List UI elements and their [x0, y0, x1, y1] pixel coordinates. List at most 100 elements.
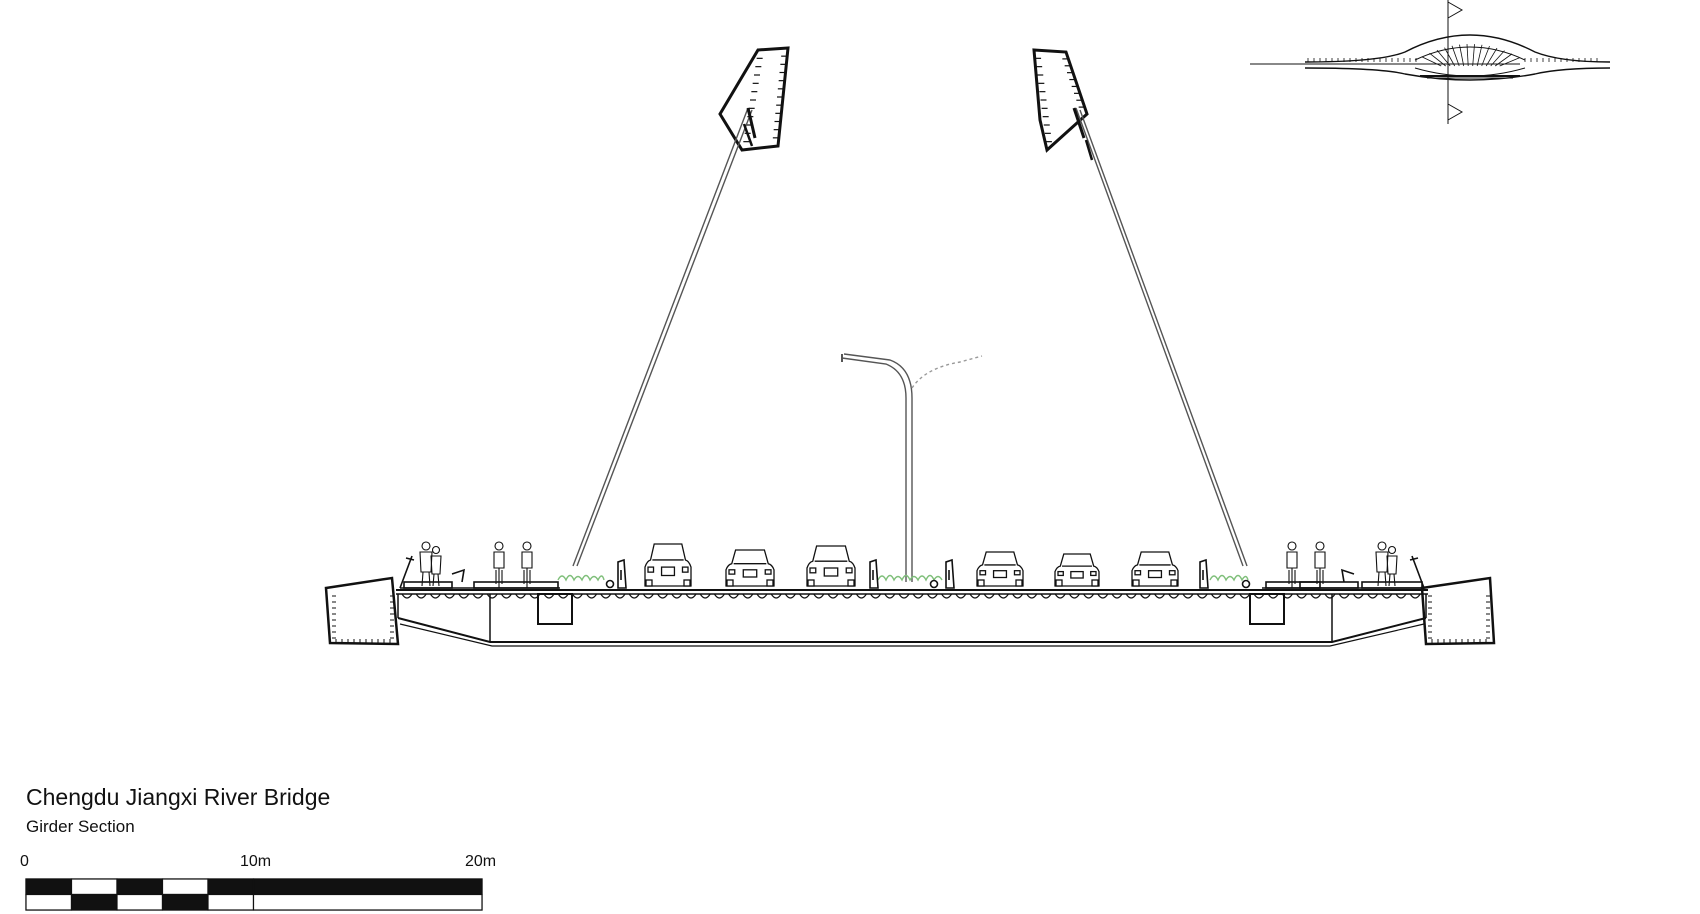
deck-scallop [1253, 593, 1265, 599]
deck-scallop [1352, 593, 1364, 599]
deck-scallop [1083, 593, 1095, 599]
scale-bar-segment [252, 878, 483, 896]
pylon-head-ticks [743, 55, 1085, 143]
deck-scallop [855, 593, 867, 599]
deck-scallop [657, 593, 669, 599]
deck-scallop [1139, 593, 1151, 599]
deck-scallop [1381, 593, 1393, 599]
bollard [929, 579, 939, 589]
deck-scallop [429, 593, 441, 599]
deck-scallop [1012, 593, 1024, 599]
car [1054, 553, 1100, 587]
key-plan-ticks [1307, 58, 1598, 62]
deck-scallop [912, 593, 924, 599]
drawing-subtitle: Girder Section [26, 817, 135, 836]
car [644, 543, 692, 587]
edge-railings [399, 555, 1425, 589]
deck-scallop [898, 593, 910, 599]
deck-scallop [543, 593, 555, 599]
deck-scallop [756, 593, 768, 599]
deck-scallop [486, 593, 498, 599]
deck-scallop [401, 593, 413, 599]
key-plan-rib [1421, 56, 1442, 67]
key-plan-rib [1494, 53, 1513, 67]
left-stay-cable [572, 107, 757, 567]
cyclist [1286, 541, 1298, 588]
car [976, 551, 1024, 587]
key-plan-rib [1499, 57, 1520, 67]
deck-scallop [500, 593, 512, 599]
bollard [1241, 579, 1251, 589]
deck-scallop [1125, 593, 1137, 599]
key-plan-rib [1490, 50, 1505, 67]
deck-scallop [1026, 593, 1038, 599]
deck-scallops [401, 593, 1421, 599]
deck-scallop [1239, 593, 1251, 599]
deck-scallop [926, 593, 938, 599]
median-greenery [557, 574, 1249, 582]
left-pylon-head [718, 46, 790, 152]
deck-scallop [1324, 593, 1336, 599]
scale-bar-segment [207, 878, 255, 896]
key-plan-rib [1444, 47, 1456, 67]
cyclist [521, 541, 533, 588]
deck-scallop [671, 593, 683, 599]
deck-scallop [472, 593, 484, 599]
scale-bar [25, 878, 483, 911]
deck-scallop [941, 593, 953, 599]
deck-scallop [586, 593, 598, 599]
deck-scallop [1182, 593, 1194, 599]
scale-bar-segment [161, 878, 209, 896]
scale-bar-segment [116, 893, 164, 911]
key-plan-rib [1476, 44, 1483, 67]
cyclist [1314, 541, 1326, 588]
deck-scallop [600, 593, 612, 599]
deck-scallop [1296, 593, 1308, 599]
deck-scallop [1225, 593, 1237, 599]
deck-scallop [728, 593, 740, 599]
street-lamp [841, 353, 983, 582]
deck-scallop [1168, 593, 1180, 599]
deck-scallop [827, 593, 839, 599]
deck-scallop [1367, 593, 1379, 599]
deck-scallop [742, 593, 754, 599]
key-plan-rib [1466, 44, 1469, 67]
deck-scallop [1409, 593, 1421, 599]
deck-scallop [1338, 593, 1350, 599]
deck-scallop [1281, 593, 1293, 599]
deck-scallop [713, 593, 725, 599]
deck-scallop [1267, 593, 1279, 599]
deck-scallop [685, 593, 697, 599]
scale-bar-segment [25, 893, 73, 911]
scale-bar-segment [252, 893, 483, 911]
scale-bar-segment [70, 893, 118, 911]
key-plan [1250, 0, 1611, 124]
deck-scallop [1210, 593, 1222, 599]
deck-scallop [557, 593, 569, 599]
deck-scallop [1310, 593, 1322, 599]
deck-scallop [1196, 593, 1208, 599]
deck-scallop [1054, 593, 1066, 599]
pedestrian [1375, 541, 1398, 587]
deck-scallop [415, 593, 427, 599]
deck-scallop [770, 593, 782, 599]
deck-scallop [628, 593, 640, 599]
barrier [1199, 558, 1209, 589]
barrier [617, 558, 627, 589]
deck-scallop [969, 593, 981, 599]
cyclist [493, 541, 505, 588]
key-plan-rib [1429, 52, 1446, 67]
deck-scallop [997, 593, 1009, 599]
scale-label-10m: 10m [240, 853, 272, 870]
car [1131, 551, 1179, 587]
barrier [869, 558, 879, 589]
deck-scallop [699, 593, 711, 599]
deck-scallop [813, 593, 825, 599]
cyclists-and-pedestrians [419, 541, 1398, 588]
barrier [945, 558, 955, 589]
deck-scallop [1111, 593, 1123, 599]
scale-label-0: 0 [20, 853, 29, 870]
drawing-title: Chengdu Jiangxi River Bridge [26, 784, 331, 810]
key-plan-rib [1481, 45, 1490, 67]
key-plan-rib [1459, 44, 1465, 67]
